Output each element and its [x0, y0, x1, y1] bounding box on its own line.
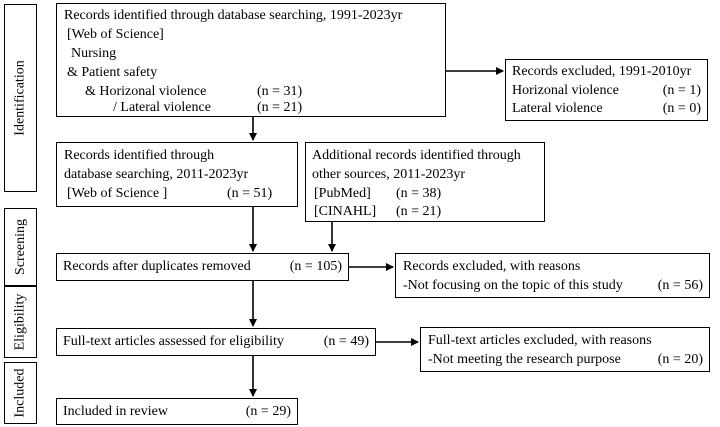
- db-search-source: [Web of Science]: [67, 27, 164, 42]
- db-search-term-lateral: / Lateral violence: [113, 100, 211, 115]
- excluded-early-lateral: Lateral violence: [512, 101, 603, 116]
- excluded-reasons-title: Records excluded, with reasons: [403, 259, 581, 274]
- db-recent-line1: Records identified through: [64, 148, 215, 163]
- db-search-title: Records identified through database sear…: [64, 8, 403, 23]
- included-box: Included in review (n = 29): [56, 398, 298, 425]
- db-recent-line2: database searching, 2011-2023yr: [64, 167, 249, 182]
- other-sources-line2: other sources, 2011-2023yr: [312, 167, 466, 182]
- excluded-reasons-count: (n = 56): [657, 278, 703, 293]
- fulltext-count: (n = 49): [323, 334, 369, 349]
- db-search-term-horizonal-count: (n = 31): [257, 84, 303, 99]
- db-search-term-lateral-count: (n = 21): [257, 100, 303, 115]
- included-count: (n = 29): [245, 404, 291, 419]
- excluded-early-horizonal: Horizonal violence: [512, 83, 619, 98]
- dedup-count: (n = 105): [289, 259, 342, 274]
- other-sources-box: Additional records identified through ot…: [305, 142, 545, 222]
- excluded-early-horizonal-count: (n = 1): [662, 83, 701, 98]
- stage-screening: Screening: [4, 208, 37, 286]
- excluded-early-box: Records excluded, 1991-2010yr Horizonal …: [505, 59, 708, 121]
- fulltext-box: Full-text articles assessed for eligibil…: [56, 328, 376, 356]
- fulltext-excluded-count: (n = 20): [657, 352, 703, 367]
- stage-included: Included: [4, 362, 37, 424]
- db-recent-box: Records identified through database sear…: [56, 142, 298, 207]
- dedup-label: Records after duplicates removed: [63, 259, 251, 274]
- db-recent-source: [Web of Science ]: [67, 186, 168, 201]
- stage-identification: Identification: [4, 4, 37, 192]
- db-search-term-patient-safety: & Patient safety: [67, 65, 158, 80]
- stage-eligibility: Eligibility: [4, 286, 37, 358]
- fulltext-excluded-box: Full-text articles excluded, with reason…: [420, 327, 710, 372]
- db-search-box: Records identified through database sear…: [56, 3, 446, 117]
- excluded-early-lateral-count: (n = 0): [662, 101, 701, 116]
- fulltext-label: Full-text articles assessed for eligibil…: [63, 334, 284, 349]
- included-label: Included in review: [63, 404, 168, 419]
- other-sources-cinahl: [CINAHL]: [314, 204, 377, 219]
- other-sources-line1: Additional records identified through: [312, 148, 521, 163]
- fulltext-excluded-reason: -Not meeting the research purpose: [428, 352, 621, 367]
- dedup-box: Records after duplicates removed (n = 10…: [56, 253, 349, 281]
- fulltext-excluded-title: Full-text articles excluded, with reason…: [428, 333, 652, 348]
- excluded-reasons-box: Records excluded, with reasons -Not focu…: [395, 253, 710, 298]
- excluded-reasons-reason: -Not focusing on the topic of this study: [403, 278, 623, 293]
- db-search-term-horizonal: & Horizonal violence: [85, 84, 207, 99]
- other-sources-pubmed: [PubMed]: [314, 186, 371, 201]
- other-sources-pubmed-count: (n = 38): [396, 186, 442, 201]
- db-recent-count: (n = 51): [227, 186, 273, 201]
- excluded-early-title: Records excluded, 1991-2010yr: [512, 64, 692, 79]
- db-search-term-nursing: Nursing: [71, 46, 117, 61]
- other-sources-cinahl-count: (n = 21): [396, 204, 442, 219]
